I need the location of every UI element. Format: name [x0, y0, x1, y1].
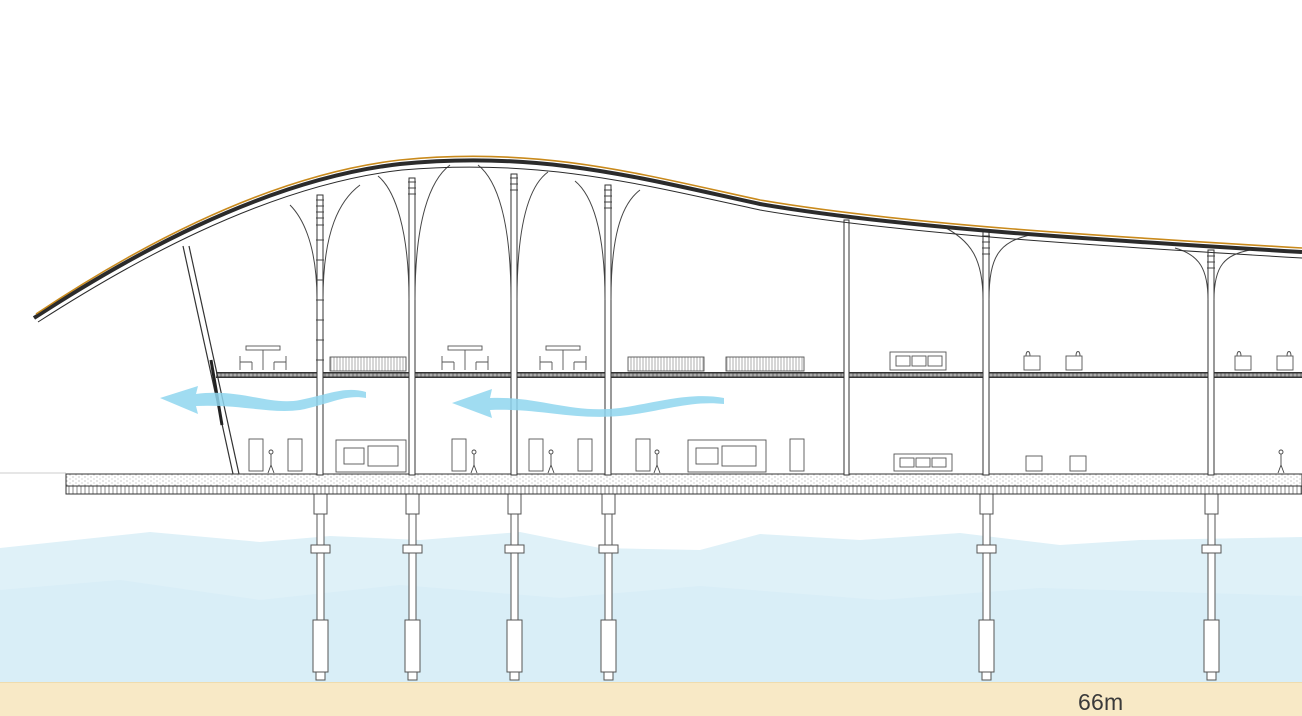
cabinet [789, 438, 805, 472]
pile [504, 493, 525, 681]
dining-set [239, 345, 287, 370]
cabinet [287, 438, 303, 472]
airflow-arrow [160, 386, 366, 414]
cabinet [248, 438, 264, 472]
human-figure [1277, 449, 1285, 474]
column [843, 219, 850, 476]
cabinet [577, 438, 593, 472]
slanted-facade [182, 245, 240, 475]
dining-set [539, 345, 587, 370]
upper-floor-slab [216, 372, 1302, 378]
airflow-arrows [160, 386, 724, 418]
pile [1201, 493, 1222, 681]
pile [310, 493, 331, 681]
column [510, 173, 518, 476]
cabinet [528, 438, 544, 472]
armchair [1276, 351, 1294, 371]
branching-arches [289, 164, 1251, 301]
scale-label: 66m [1078, 689, 1124, 715]
column [604, 184, 612, 476]
armchair [1069, 455, 1087, 472]
pile [598, 493, 619, 681]
dining-set [441, 345, 489, 370]
sofa [893, 453, 953, 472]
lounge-set [335, 439, 407, 473]
furniture-ground [248, 438, 1087, 473]
armchair [1234, 351, 1252, 371]
human-figure [547, 449, 555, 474]
column [1207, 249, 1215, 476]
pile [402, 493, 423, 681]
column [316, 194, 324, 476]
sea-water-shade [0, 580, 1302, 682]
planter [329, 356, 407, 372]
furniture-upper [239, 345, 1294, 372]
cabinet [635, 438, 651, 472]
human-figure [267, 449, 275, 474]
wave-roof [32, 155, 1302, 323]
human-figures [267, 449, 1285, 474]
human-figure [470, 449, 478, 474]
cabinet [451, 438, 467, 472]
planter [725, 356, 805, 372]
ground-floor-deck [65, 473, 1302, 495]
planter [627, 356, 705, 372]
column-bolts [316, 177, 1215, 361]
armchair [1023, 351, 1041, 371]
lounge-set [687, 439, 767, 473]
human-figure [653, 449, 661, 474]
column [408, 177, 416, 476]
sofa [889, 351, 947, 371]
armchair [1065, 351, 1083, 371]
seabed [0, 682, 1302, 716]
piles [310, 493, 1222, 681]
armchair [1025, 455, 1043, 472]
airflow-arrow [452, 389, 724, 418]
columns [316, 173, 1215, 476]
pile [976, 493, 997, 681]
column [982, 229, 990, 476]
